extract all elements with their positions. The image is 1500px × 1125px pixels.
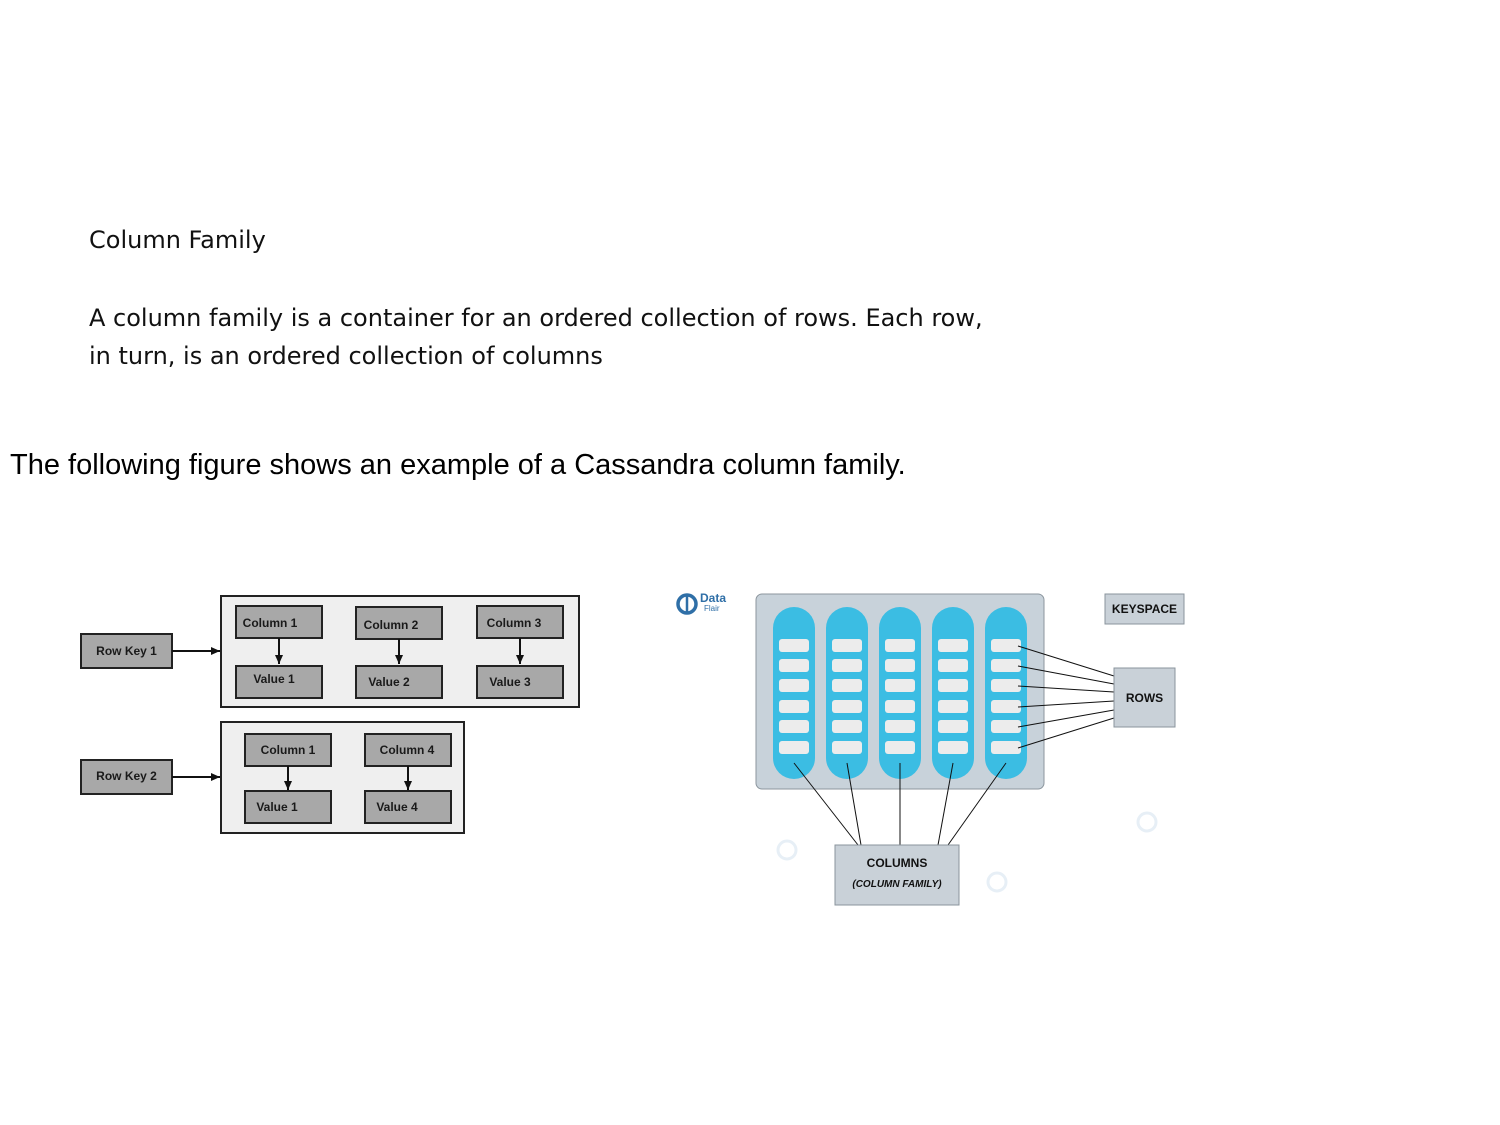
- column-label: Column 2: [364, 618, 419, 632]
- keyspace-label: KEYSPACE: [1112, 602, 1177, 616]
- column-box: [476, 605, 564, 639]
- value-box: [364, 790, 452, 824]
- row-key-label: Row Key 2: [96, 769, 157, 783]
- column-label: Column 1: [243, 616, 298, 630]
- columns-connectors: [793, 762, 1007, 846]
- row-key-box: [80, 633, 173, 669]
- column-label: Column 3: [487, 616, 542, 630]
- value-box: [476, 665, 564, 699]
- logo-text-top: Data: [700, 591, 726, 605]
- columns-label-box: [834, 844, 960, 906]
- row-slots: [779, 639, 1021, 754]
- column-box: [244, 733, 332, 767]
- section-heading: Column Family: [89, 226, 266, 254]
- column-label: Column 4: [380, 743, 435, 757]
- column-family-label: (COLUMN FAMILY): [852, 879, 942, 890]
- column-box: [355, 606, 443, 640]
- watermark-logo: [776, 811, 1158, 893]
- row-key-label: Row Key 1: [96, 644, 157, 658]
- columns-label: COLUMNS: [867, 856, 928, 870]
- section-paragraph: A column family is a container for an or…: [89, 299, 1049, 375]
- value-label: Value 1: [253, 672, 295, 686]
- paragraph-line-2: in turn, is an ordered collection of col…: [89, 342, 603, 370]
- column-box: [364, 733, 452, 767]
- column-label: Column 1: [261, 743, 316, 757]
- value-label: Value 4: [376, 800, 418, 814]
- value-box: [355, 665, 443, 699]
- rows-label-box: [1113, 667, 1176, 728]
- rows-label: ROWS: [1126, 691, 1163, 705]
- paragraph-line-1: A column family is a container for an or…: [89, 304, 983, 332]
- dataflair-logo: Data Flair: [676, 591, 726, 615]
- value-box: [235, 665, 323, 699]
- logo-text-bottom: Flair: [704, 604, 720, 613]
- value-label: Value 3: [489, 675, 531, 689]
- figure-intro-text: The following figure shows an example of…: [10, 449, 906, 481]
- keyspace-diagram: Data Flair: [676, 591, 1185, 906]
- column-family-diagram: Row Key 1 Column 1 Value 1 Column 2 Valu…: [80, 595, 580, 834]
- rows-connectors: [1017, 645, 1115, 749]
- value-label: Value 2: [368, 675, 410, 689]
- row-group-1: Row Key 1 Column 1 Value 1 Column 2 Valu…: [80, 595, 580, 708]
- value-label: Value 1: [256, 800, 298, 814]
- keyspace-label-box: [1104, 593, 1185, 625]
- row-group-2: Row Key 2 Column 1 Value 1 Column 4 Valu…: [80, 721, 465, 834]
- value-box: [244, 790, 332, 824]
